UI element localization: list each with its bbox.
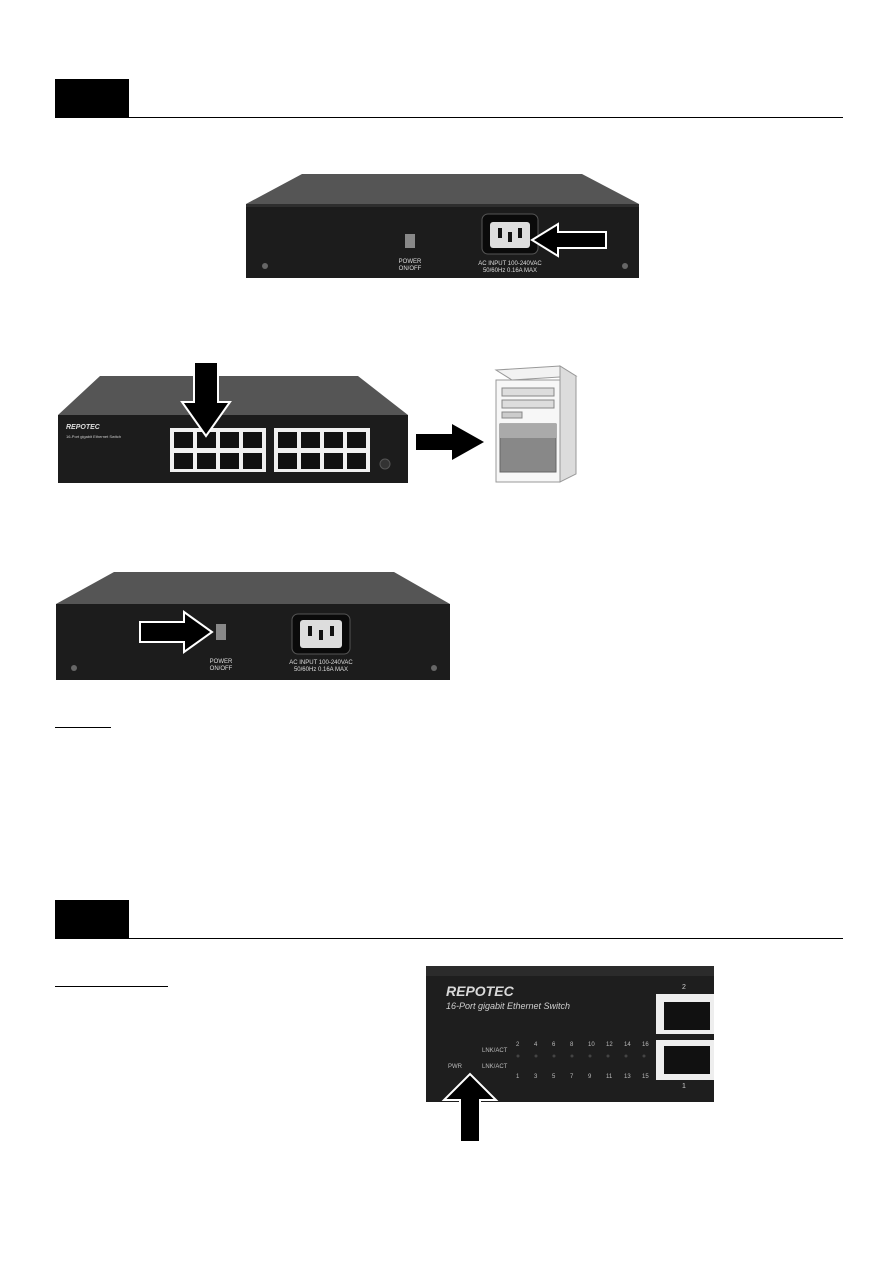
ethernet-port	[174, 453, 193, 469]
ethernet-port	[197, 432, 216, 448]
led-number-top: 4	[534, 1042, 538, 1048]
led-number-top: 2	[516, 1042, 520, 1048]
model-label: 16-Port gigabit Ethernet Switch	[446, 1001, 570, 1011]
led-number-top: 12	[606, 1042, 613, 1048]
front-panel-closeup: REPOTEC 16-Port gigabit Ethernet Switch …	[426, 966, 714, 1143]
ethernet-port	[243, 432, 262, 448]
led-indicator	[606, 1054, 610, 1058]
front-panel-figure: REPOTEC 16-Port gigabit Ethernet Switch	[58, 376, 408, 483]
led-indicator	[534, 1054, 538, 1058]
arrow-left-icon	[530, 222, 607, 258]
brand-small: REPOTEC	[66, 424, 101, 431]
led-indicator	[642, 1054, 646, 1058]
power-switch-label-1: POWER	[399, 259, 422, 265]
svg-text:2: 2	[682, 984, 686, 991]
ac-input-label-1: AC INPUT 100-240VAC	[478, 261, 542, 267]
led-indicator	[624, 1054, 628, 1058]
computer-tower-image	[494, 365, 578, 483]
ethernet-port	[301, 432, 320, 448]
section-2-marker	[55, 900, 129, 938]
rear-panel-figure-ac: POWER ON/OFF AC INPUT 100-240VAC 50/60Hz…	[246, 174, 639, 278]
led-number-top: 14	[624, 1042, 631, 1048]
ethernet-port	[278, 453, 297, 469]
led-indicator	[570, 1054, 574, 1058]
ac-input-label-2b: 50/60Hz 0.16A MAX	[294, 667, 348, 673]
section-1-rule	[55, 117, 843, 118]
led-number-bottom: 9	[588, 1074, 592, 1080]
ethernet-port	[324, 432, 343, 448]
led-number-bottom: 7	[570, 1074, 574, 1080]
ethernet-port	[301, 453, 320, 469]
ethernet-port	[278, 432, 297, 448]
section-1-marker	[55, 79, 129, 117]
led-number-bottom: 11	[606, 1074, 613, 1080]
ac-input-label-2: 50/60Hz 0.16A MAX	[483, 268, 537, 274]
ac-input-label-1b: AC INPUT 100-240VAC	[289, 660, 353, 666]
led-indicator	[552, 1054, 556, 1058]
power-switch-label-1b: POWER	[210, 659, 233, 665]
led-number-top: 8	[570, 1042, 574, 1048]
power-switch-label-2b: ON/OFF	[210, 666, 233, 672]
led-indicator	[588, 1054, 592, 1058]
svg-text:1: 1	[682, 1083, 686, 1090]
ethernet-port	[174, 432, 193, 448]
arrow-right-icon	[416, 424, 484, 460]
led-number-bottom: 13	[624, 1074, 631, 1080]
arrow-down-icon	[180, 361, 232, 438]
ethernet-port	[220, 432, 239, 448]
led-label-top: LNK/ACT	[482, 1048, 508, 1054]
model-small: 16-Port gigabit Ethernet Switch	[66, 434, 121, 439]
arrow-up-icon	[441, 1072, 499, 1143]
led-number-bottom: 15	[642, 1074, 649, 1080]
section-2-rule	[55, 938, 843, 939]
brand-label: REPOTEC	[446, 983, 515, 999]
note-underline	[55, 727, 111, 728]
led-number-top: 10	[588, 1042, 595, 1048]
ethernet-port	[220, 453, 239, 469]
led-number-top: 6	[552, 1042, 556, 1048]
ethernet-port	[197, 453, 216, 469]
led-number-bottom: 5	[552, 1074, 556, 1080]
subheading-underline	[55, 986, 168, 987]
power-switch-label-2: ON/OFF	[399, 266, 422, 272]
led-number-bottom: 1	[516, 1074, 520, 1080]
pwr-label: PWR	[448, 1064, 463, 1070]
ethernet-port	[347, 432, 366, 448]
ethernet-port	[324, 453, 343, 469]
arrow-right-icon	[139, 610, 214, 654]
led-number-bottom: 3	[534, 1074, 538, 1080]
rear-panel-figure-switch: POWER ON/OFF AC INPUT 100-240VAC 50/60Hz…	[56, 572, 450, 680]
led-number-top: 16	[642, 1042, 649, 1048]
led-label-bottom: LNK/ACT	[482, 1064, 508, 1070]
ethernet-port	[347, 453, 366, 469]
led-indicator	[516, 1054, 520, 1058]
ethernet-port	[243, 453, 262, 469]
